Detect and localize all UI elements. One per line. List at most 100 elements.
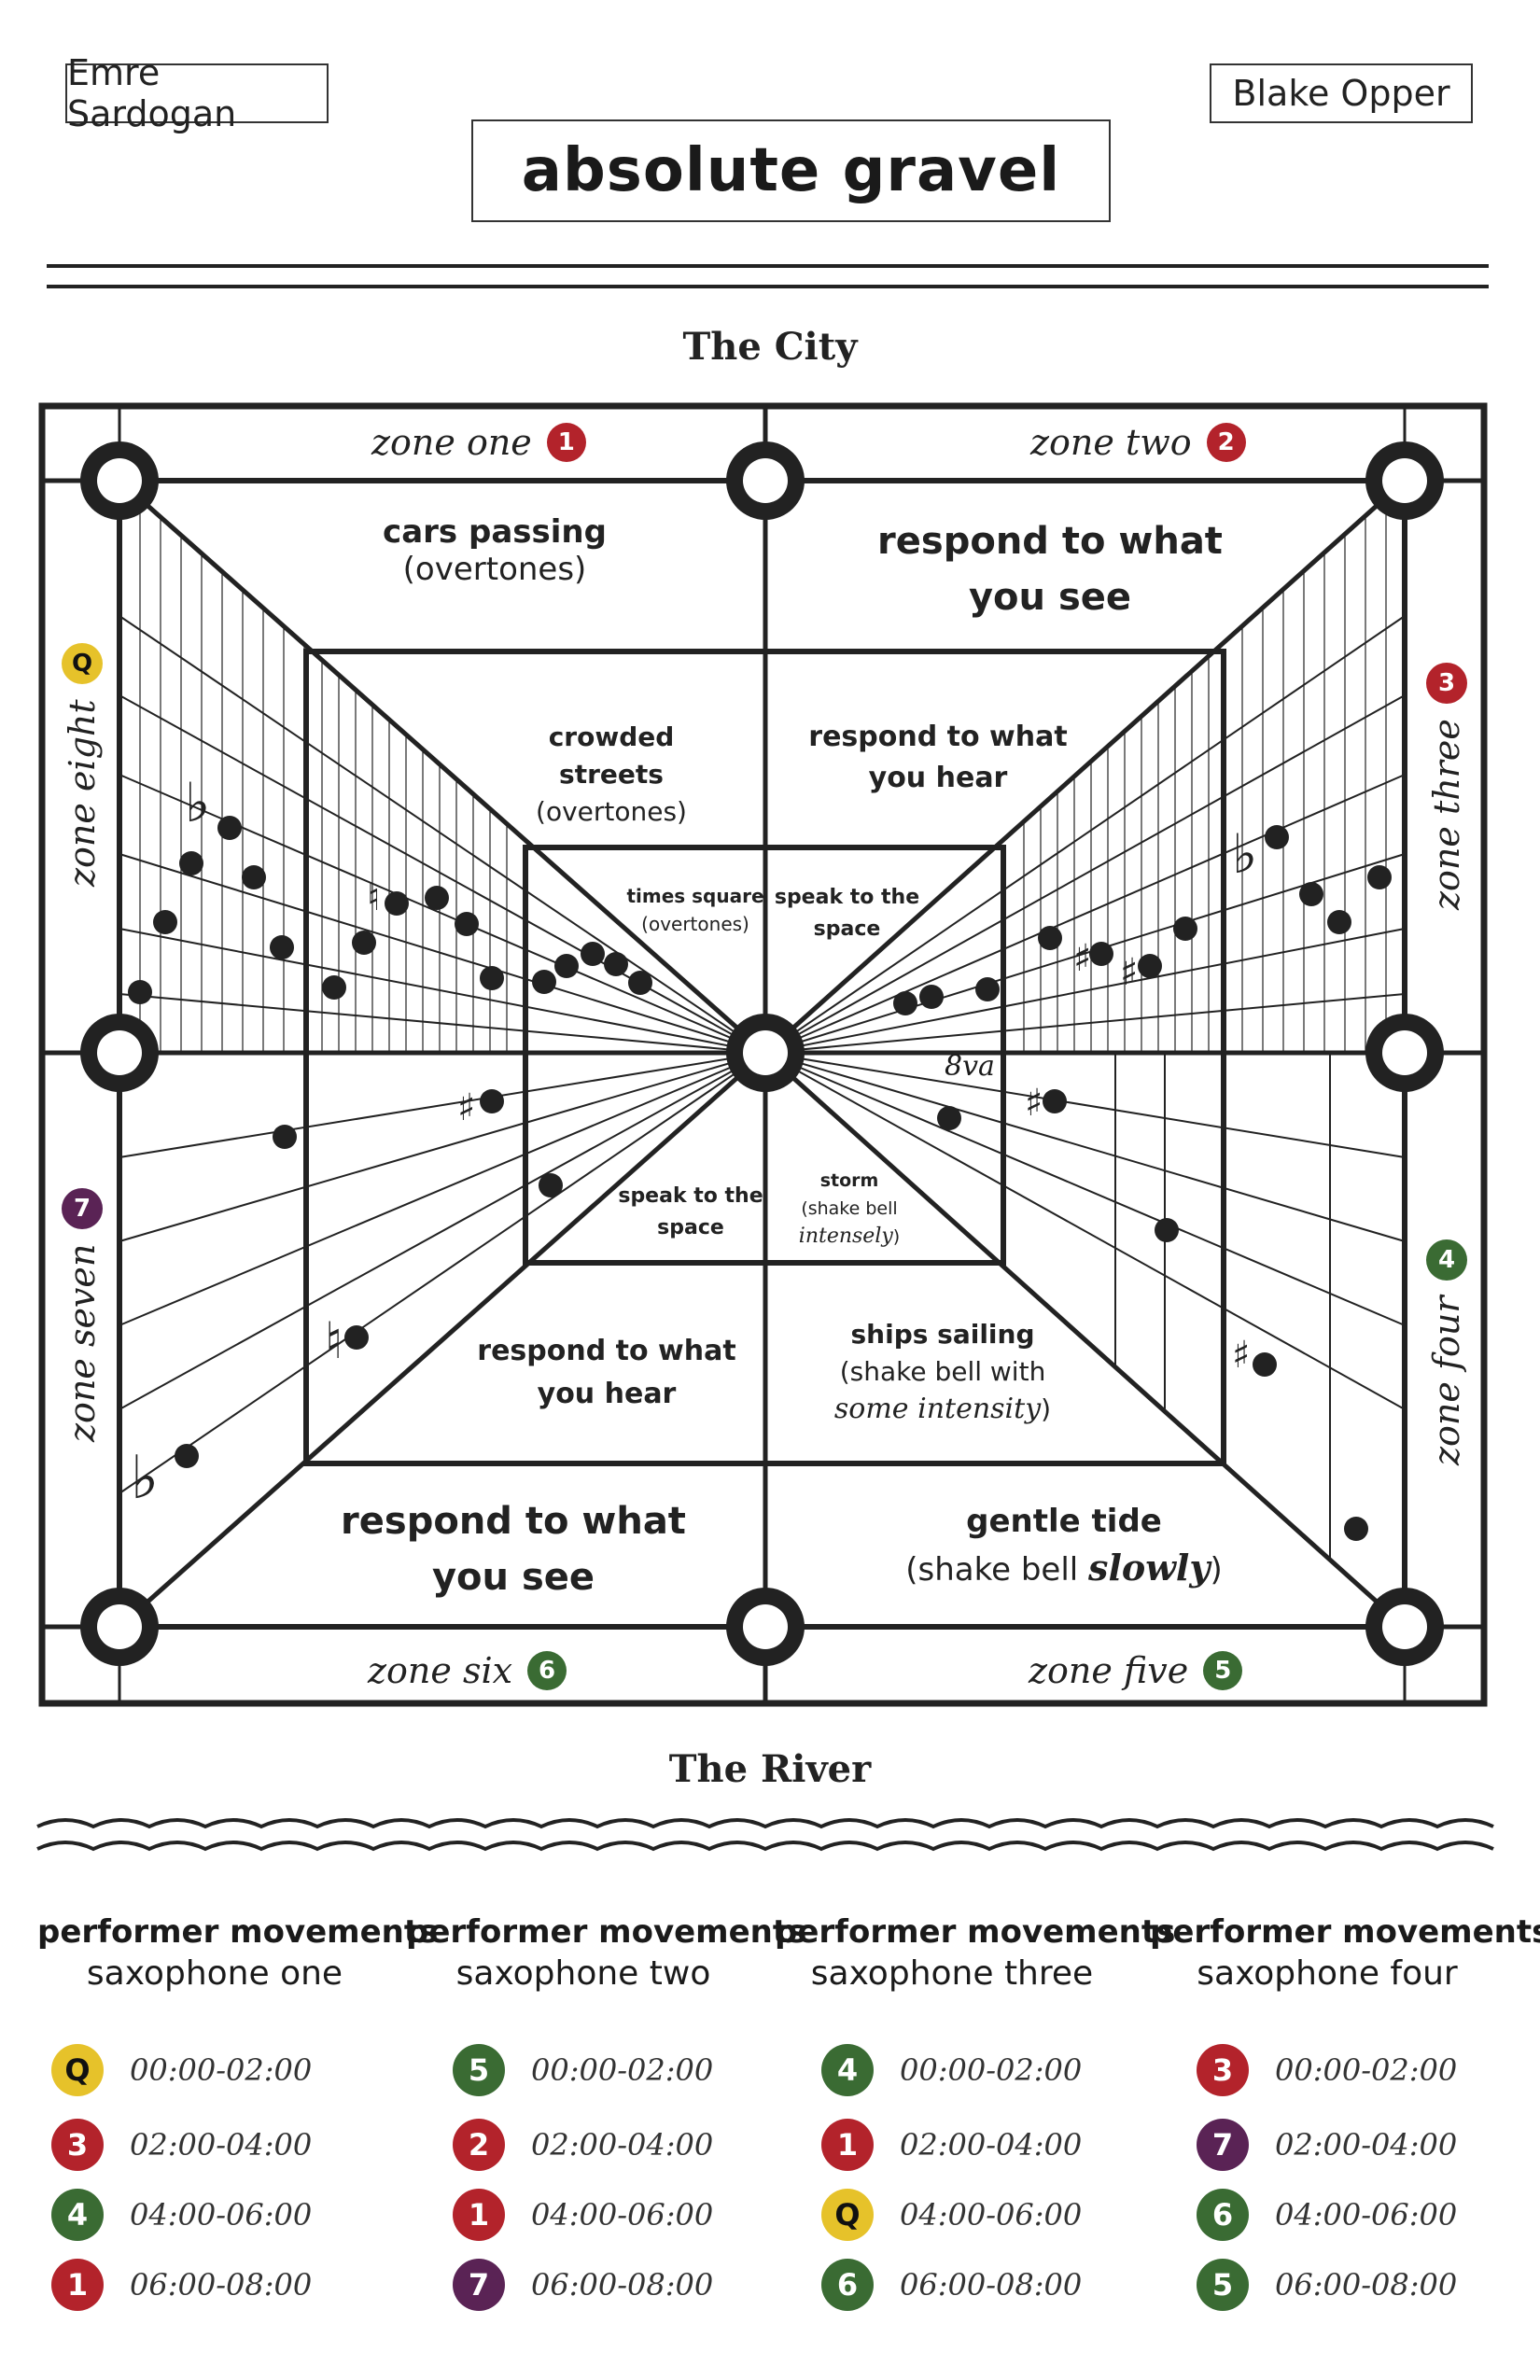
zone-seven-badge: 7 (62, 1187, 103, 1229)
sharp-sign: ♯ (1232, 1334, 1250, 1377)
junction-node-hole (97, 458, 142, 503)
top-rule-1 (47, 264, 1489, 268)
note-head (1038, 926, 1062, 950)
performer-header: performer movements (406, 1913, 807, 1951)
movement-zone-badge: 4 (51, 2189, 104, 2241)
staff-line (764, 853, 1406, 1054)
note-head (480, 966, 504, 990)
note-head (1253, 1352, 1277, 1377)
cell-inner-bottom-right: storm (shake bell intensely) (798, 1170, 901, 1248)
diagonal-line (118, 479, 767, 1055)
performer-instrument: saxophone two (455, 1954, 711, 1993)
note-head (344, 1325, 369, 1350)
staff-line (764, 1052, 1406, 1410)
movement-zone-badge: Q (821, 2189, 874, 2241)
performer-header: performer movements (37, 1913, 439, 1951)
flat-sign: ♭ (1232, 822, 1257, 886)
staff-line (764, 1052, 1406, 1158)
movement-zone-badge: 2 (453, 2119, 505, 2171)
note-head (604, 952, 628, 976)
movement-time: 00:00-02:00 (1275, 2052, 1458, 2088)
note-head (532, 970, 556, 994)
movement-row: 1 02:00-04:00 (821, 2119, 1082, 2171)
movement-zone-badge: 6 (1197, 2189, 1249, 2241)
performer-instrument: saxophone one (86, 1954, 343, 1993)
performer-instrument: saxophone four (1197, 1954, 1458, 1993)
performer-header: performer movements (775, 1913, 1176, 1951)
note-head (270, 935, 294, 959)
cell-mid-bottom-right: ships sailing (shake bell with some inte… (833, 1319, 1052, 1425)
movement-zone-badge: 5 (1197, 2259, 1249, 2311)
note-head (1089, 942, 1113, 966)
diagonal-line (763, 1051, 1407, 1629)
movement-zone-badge: 6 (821, 2259, 874, 2311)
staff-line (764, 1052, 1406, 1242)
movement-zone-badge: 5 (453, 2044, 505, 2096)
performer-header: performer movements (1150, 1913, 1540, 1951)
cell-inner-top-right: speak to the space (774, 886, 920, 941)
zone-eight-badge: Q (62, 643, 103, 685)
staff-line (764, 928, 1406, 1054)
cell-outer-top-left: cars passing (overtones) (383, 513, 607, 588)
page-title: absolute gravel (521, 136, 1061, 205)
movement-time: 04:00-06:00 (531, 2197, 714, 2233)
movement-row: 5 00:00-02:00 (453, 2044, 713, 2096)
movement-row: 2 02:00-04:00 (453, 2119, 713, 2171)
movement-zone-badge: 1 (821, 2119, 874, 2171)
zone-eight-label: zone eight Q (62, 643, 103, 887)
zone-four-label: zone four 4 (1426, 1239, 1467, 1465)
staff-line (764, 1052, 1406, 1326)
movement-time: 02:00-04:00 (531, 2127, 714, 2163)
zone-three-label: zone three 3 (1426, 663, 1467, 910)
movement-time: 04:00-06:00 (130, 2197, 313, 2233)
section-heading-city: The City (682, 325, 858, 369)
movement-time: 06:00-08:00 (1275, 2267, 1458, 2303)
note-head (1138, 954, 1162, 978)
note-head (1344, 1517, 1368, 1541)
note-head (1155, 1218, 1179, 1242)
cell-outer-top-right: respond to what you see (877, 520, 1223, 619)
staff-line (119, 1052, 766, 1494)
note-head (919, 985, 944, 1009)
staff-line (119, 928, 766, 1054)
movement-row: 5 06:00-08:00 (1197, 2259, 1457, 2311)
movement-time: 00:00-02:00 (531, 2052, 714, 2088)
score-nodes (80, 441, 1444, 1666)
cell-outer-bottom-left: respond to what you see (341, 1500, 686, 1599)
staff-line (764, 993, 1406, 1054)
movement-zone-badge: 1 (51, 2259, 104, 2311)
note-head (273, 1125, 297, 1149)
diagonal-line (118, 1051, 767, 1629)
staff-line (119, 1052, 766, 1158)
staff-line (119, 694, 766, 1054)
junction-node-hole (1382, 1030, 1427, 1075)
movement-time: 04:00-06:00 (1275, 2197, 1458, 2233)
staff-line (119, 1052, 766, 1326)
river-waves (36, 1818, 1494, 1852)
note-head (480, 1089, 504, 1113)
movement-row: 6 04:00-06:00 (1197, 2189, 1457, 2241)
cell-outer-bottom-right: gentle tide (shake bell slowly) (905, 1503, 1223, 1589)
zone-six-label: zone six 6 (368, 1650, 567, 1691)
score-notes: ♭♭♭♮♮♯♯♯♯♯ (128, 771, 1392, 1541)
performer-instrument: saxophone three (810, 1954, 1094, 1993)
movement-zone-badge: 7 (453, 2259, 505, 2311)
note-head (937, 1106, 961, 1130)
note-head (175, 1444, 199, 1468)
movement-zone-badge: 7 (1197, 2119, 1249, 2171)
flat-sign: ♭ (131, 1444, 159, 1513)
zone-five-badge: 5 (1203, 1651, 1243, 1690)
note-head (217, 816, 242, 840)
movement-time: 02:00-04:00 (900, 2127, 1083, 2163)
cell-mid-top-right: respond to what you hear (808, 721, 1068, 794)
sharp-sign: ♯ (457, 1086, 475, 1129)
composer-right-box: Blake Opper (1210, 63, 1473, 123)
cell-inner-bottom-left: speak to the space (618, 1184, 763, 1239)
zone-two-label: zone two 2 (1030, 422, 1246, 463)
